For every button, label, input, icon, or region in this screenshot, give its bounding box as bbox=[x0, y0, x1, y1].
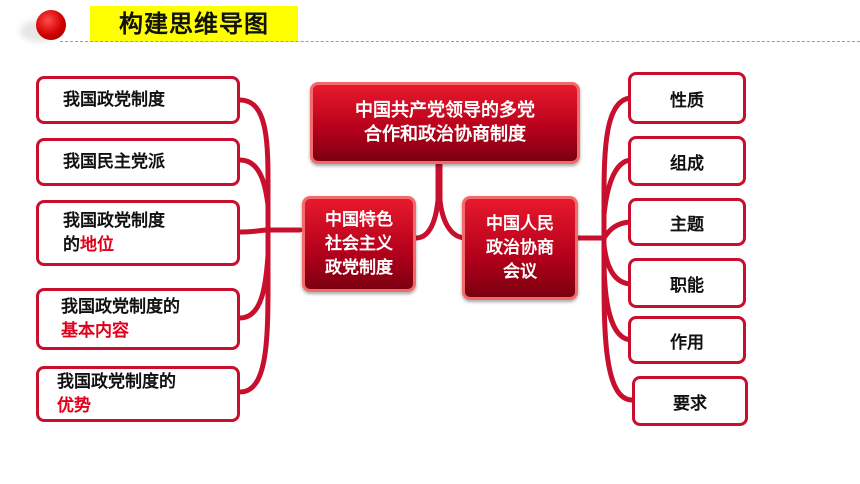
page-title: 构建思维导图 bbox=[90, 6, 298, 42]
connector-hub-right bbox=[437, 162, 469, 241]
left-item-1-text: 我国政党制度 bbox=[63, 90, 165, 110]
top-node-line2: 合作和政治协商制度 bbox=[364, 124, 526, 145]
connector-left-3 bbox=[237, 227, 271, 235]
right-item-6: 要求 bbox=[632, 376, 748, 426]
right-hub-line3: 会议 bbox=[503, 262, 537, 282]
right-hub: 中国人民 政治协商 会议 bbox=[462, 196, 578, 300]
right-item-1: 性质 bbox=[628, 72, 746, 124]
left-hub-line2: 社会主义 bbox=[325, 234, 393, 254]
right-item-4: 职能 bbox=[628, 258, 746, 308]
right-item-5: 作用 bbox=[628, 316, 746, 364]
left-item-3-highlight: 地位 bbox=[80, 235, 114, 255]
left-item-5-highlight: 优势 bbox=[57, 396, 91, 416]
left-item-4-highlight: 基本内容 bbox=[61, 321, 129, 341]
connector-right-6 bbox=[601, 235, 635, 403]
connector-left-2 bbox=[237, 157, 271, 208]
connector-left-1 bbox=[237, 97, 303, 233]
left-item-4: 我国政党制度的 基本内容 bbox=[36, 288, 240, 350]
title-bullet-icon bbox=[36, 10, 66, 40]
left-hub: 中国特色 社会主义 政党制度 bbox=[302, 196, 416, 292]
right-item-6-text: 要求 bbox=[673, 393, 707, 414]
left-item-4-text: 我国政党制度的 bbox=[61, 297, 180, 317]
left-item-2: 我国民主党派 bbox=[36, 138, 240, 186]
connector-right-2 bbox=[601, 157, 635, 218]
right-item-3-text: 主题 bbox=[670, 214, 704, 235]
right-item-3: 主题 bbox=[628, 198, 746, 246]
right-item-4-text: 职能 bbox=[670, 275, 704, 296]
right-item-2-text: 组成 bbox=[670, 153, 704, 174]
left-item-3-suffix: 的 bbox=[63, 235, 80, 255]
left-hub-line3: 政党制度 bbox=[325, 258, 393, 278]
left-item-5: 我国政党制度的 优势 bbox=[36, 366, 240, 422]
connector-hub-left bbox=[413, 162, 441, 241]
top-node-line1: 中国共产党领导的多党 bbox=[355, 100, 535, 121]
left-item-2-text: 我国民主党派 bbox=[63, 152, 165, 172]
connector-left-5 bbox=[237, 227, 271, 395]
top-node: 中国共产党领导的多党 合作和政治协商制度 bbox=[310, 82, 580, 164]
right-item-1-text: 性质 bbox=[670, 90, 704, 111]
right-item-2: 组成 bbox=[628, 136, 746, 186]
title-divider bbox=[60, 41, 860, 42]
right-hub-line2: 政治协商 bbox=[486, 238, 554, 258]
left-item-3-line2: 的地位 bbox=[63, 233, 237, 257]
left-item-3: 我国政党制度 的地位 bbox=[36, 200, 240, 266]
right-item-5-text: 作用 bbox=[670, 332, 704, 353]
left-item-1: 我国政党制度 bbox=[36, 76, 240, 124]
left-hub-line1: 中国特色 bbox=[325, 210, 393, 230]
left-item-3-text: 我国政党制度 bbox=[63, 211, 165, 231]
right-hub-line1: 中国人民 bbox=[486, 214, 554, 234]
connector-left-4 bbox=[237, 252, 271, 321]
left-item-5-text: 我国政党制度的 bbox=[57, 372, 176, 392]
